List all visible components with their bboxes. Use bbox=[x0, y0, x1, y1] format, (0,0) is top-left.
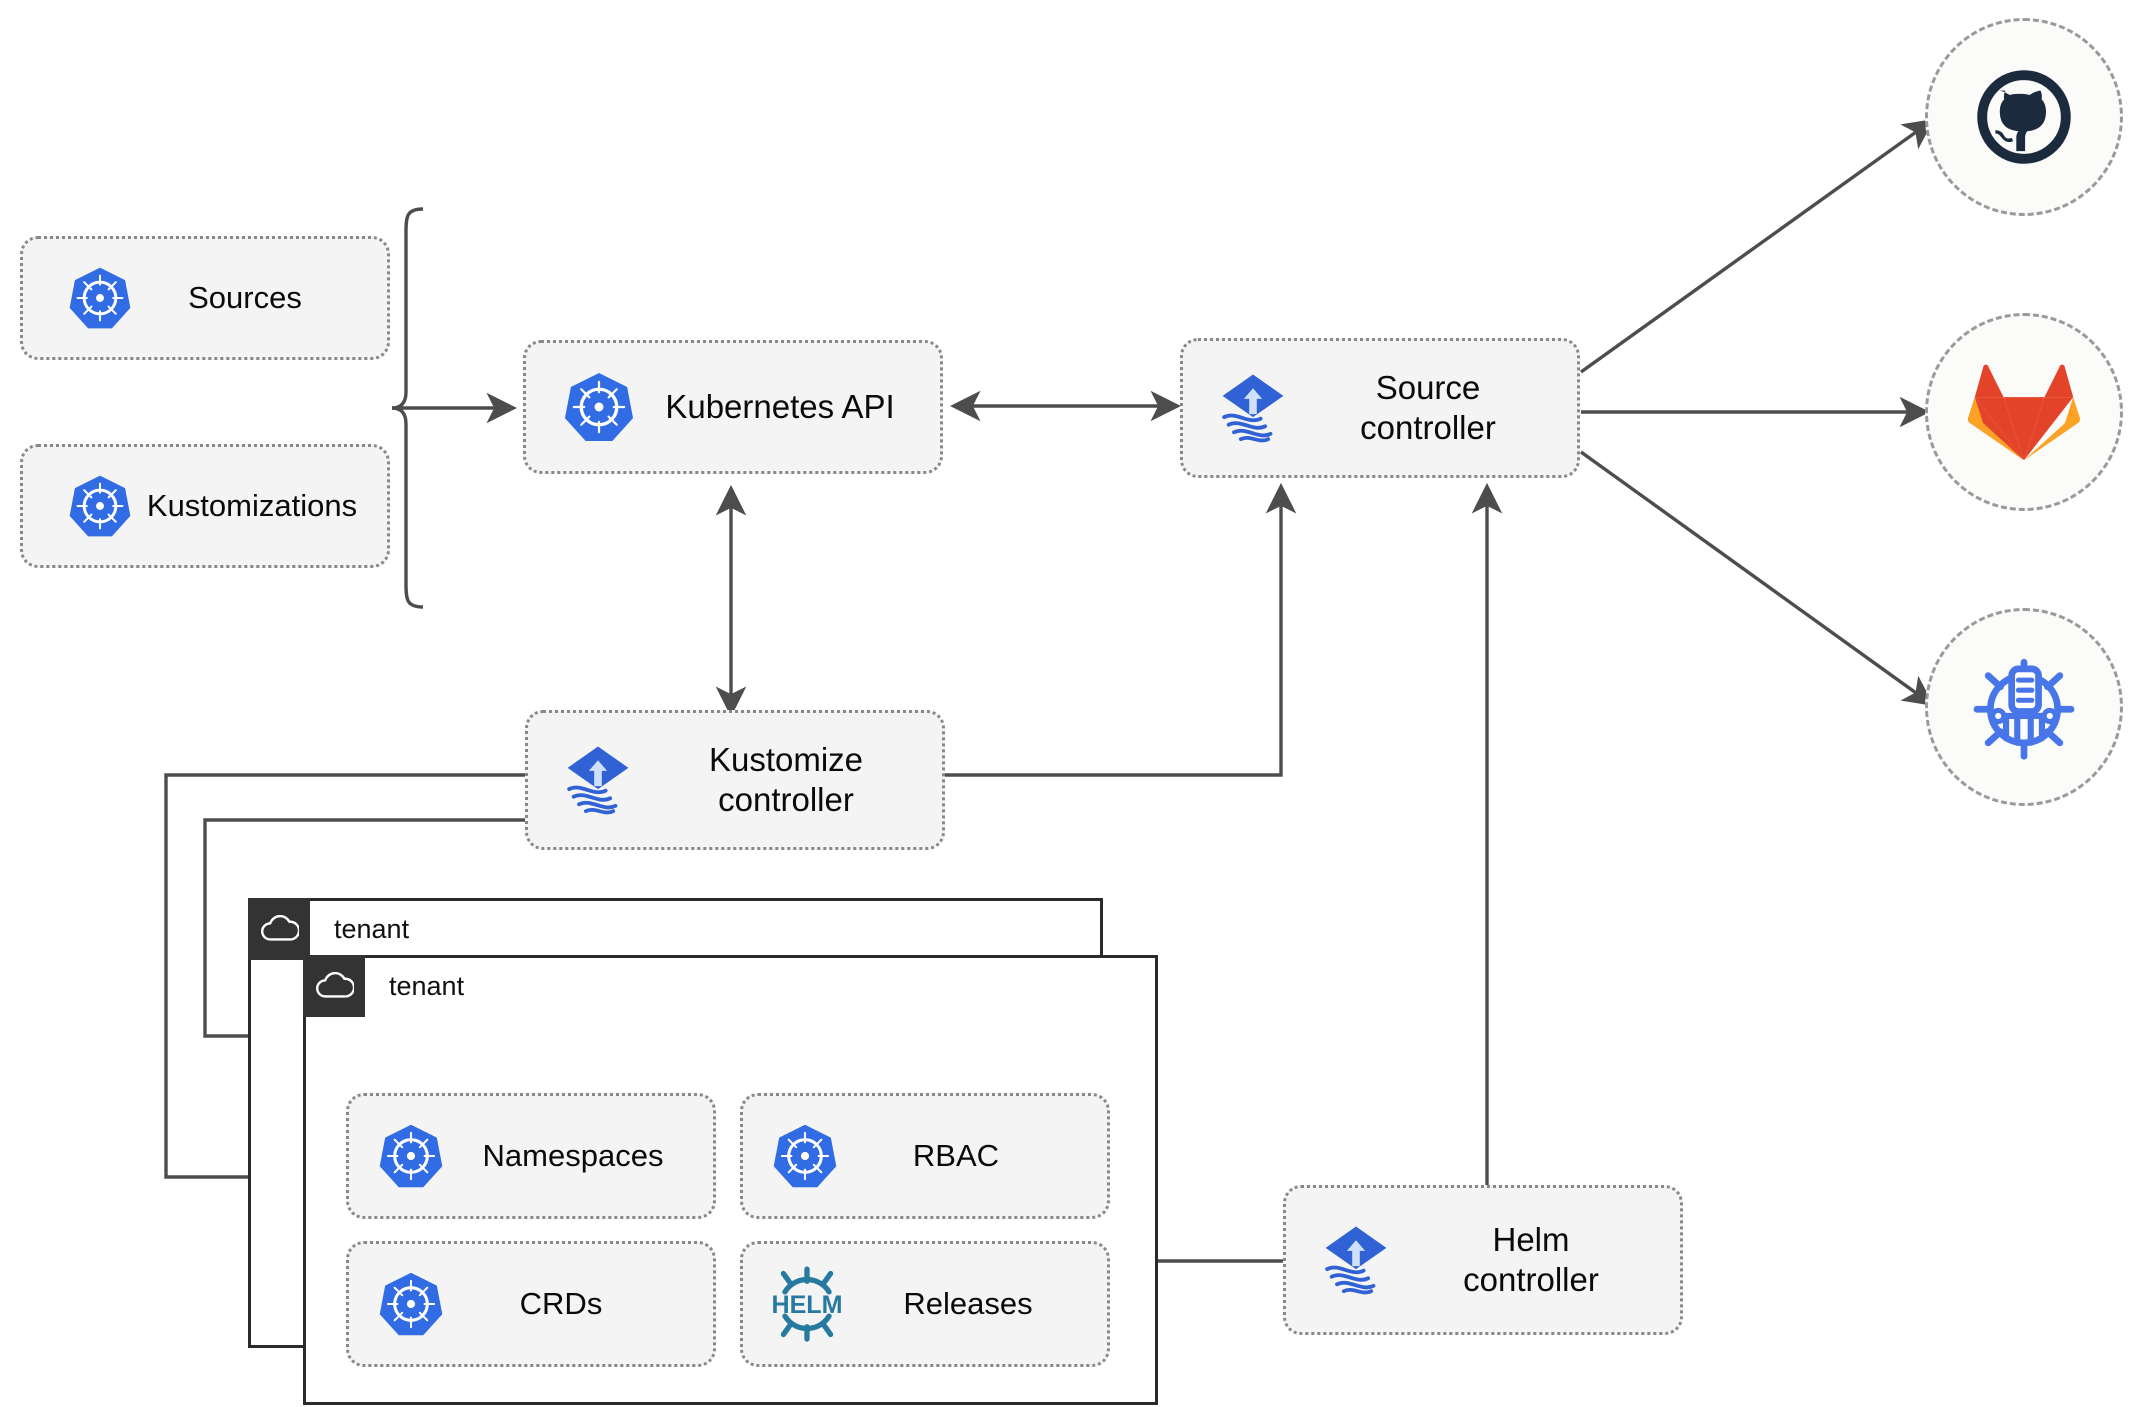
kubernetes-icon bbox=[57, 473, 143, 539]
kubernetes-icon bbox=[57, 265, 143, 331]
tenant-resource-label: Releases bbox=[903, 1286, 1033, 1322]
tenant-label: tenant bbox=[334, 913, 410, 944]
tenant-container-front[interactable]: tenant Namespaces bbox=[303, 955, 1158, 1405]
tenant-resource-rbac[interactable]: RBAC bbox=[740, 1093, 1110, 1219]
tenant-resource-releases[interactable]: HELM Releases bbox=[740, 1241, 1110, 1367]
kubernetes-api-node[interactable]: Kubernetes API bbox=[523, 340, 943, 474]
tenant-resource-label: CRDs bbox=[519, 1286, 603, 1322]
flux-icon bbox=[550, 742, 646, 818]
kubernetes-api-label: Kubernetes API bbox=[665, 387, 895, 425]
tenant-header: tenant bbox=[248, 898, 409, 960]
wire-source-to-harbor bbox=[1580, 450, 1935, 706]
provider-gitlab[interactable] bbox=[1925, 313, 2123, 511]
kubernetes-icon bbox=[765, 1122, 845, 1190]
wire-source-to-github bbox=[1580, 119, 1935, 374]
tenant-resource-label: Namespaces bbox=[482, 1138, 664, 1174]
flux-icon bbox=[1205, 370, 1301, 446]
github-icon bbox=[1977, 70, 2071, 164]
provider-harbor[interactable] bbox=[1925, 608, 2123, 806]
cloud-icon bbox=[248, 898, 310, 960]
resource-label: Kustomizations bbox=[146, 488, 358, 524]
tenant-label: tenant bbox=[389, 970, 465, 1001]
brace-sources-group bbox=[391, 207, 424, 609]
helm-controller-node[interactable]: Helm controller bbox=[1283, 1185, 1683, 1335]
tenant-header: tenant bbox=[303, 955, 464, 1017]
resource-label: Sources bbox=[188, 280, 302, 316]
kubernetes-icon bbox=[554, 370, 644, 444]
svg-text:HELM: HELM bbox=[771, 1291, 842, 1319]
helm-controller-label: Helm controller bbox=[1463, 1220, 1599, 1298]
kubernetes-icon bbox=[371, 1270, 451, 1338]
resource-card-sources[interactable]: Sources bbox=[20, 236, 390, 360]
source-controller-label: Source controller bbox=[1360, 368, 1496, 446]
provider-github[interactable] bbox=[1925, 18, 2123, 216]
kubernetes-icon bbox=[371, 1122, 451, 1190]
kustomize-controller-label: Kustomize controller bbox=[708, 740, 864, 818]
harbor-icon bbox=[1973, 658, 2075, 760]
resource-card-kustomizations[interactable]: Kustomizations bbox=[20, 444, 390, 568]
tenant-resource-crds[interactable]: CRDs bbox=[346, 1241, 716, 1367]
flux-icon bbox=[1308, 1222, 1404, 1298]
helm-icon: HELM bbox=[761, 1266, 853, 1342]
source-controller-node[interactable]: Source controller bbox=[1180, 338, 1580, 478]
tenant-resource-label: RBAC bbox=[912, 1138, 1000, 1174]
gitlab-icon bbox=[1968, 364, 2080, 461]
wire-kustomize-to-source bbox=[945, 482, 1297, 777]
cloud-icon bbox=[303, 955, 365, 1017]
tenant-resource-namespaces[interactable]: Namespaces bbox=[346, 1093, 716, 1219]
kustomize-controller-node[interactable]: Kustomize controller bbox=[525, 710, 945, 850]
